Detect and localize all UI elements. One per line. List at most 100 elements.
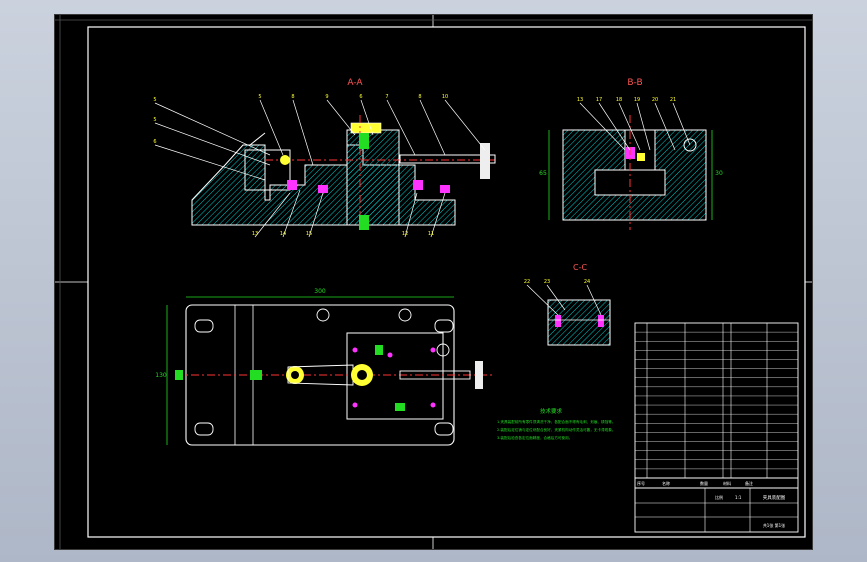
callout-number: 5 [258, 94, 261, 100]
drawing-border [87, 26, 806, 538]
callout-leader [326, 99, 356, 136]
plan-screw [399, 370, 471, 380]
callout-number: 5 [153, 117, 156, 123]
plan-slot-right [434, 319, 454, 333]
callout-leader [308, 192, 324, 238]
plan-dim-left-text: 130 [155, 372, 167, 379]
plan-locator-green [375, 345, 383, 355]
callout-number: 12 [402, 231, 408, 237]
view-label-aa: A-A [347, 78, 363, 88]
notes-title: 技术要求 [540, 407, 563, 415]
plan-slot-left [194, 319, 214, 333]
callouts-bb-top: 13 17 18 19 20 21 [577, 97, 691, 151]
callout-leader [618, 102, 641, 151]
callout-leader [282, 189, 301, 238]
parts-list [634, 322, 799, 479]
callouts-aa-top: 5 8 9 6 7 8 10 [258, 94, 486, 166]
aa-pivot [280, 155, 290, 165]
callout-leader [636, 102, 651, 151]
callout-number: 7 [385, 94, 388, 100]
aa-screw-rod [399, 154, 496, 164]
aa-clamp-block [244, 149, 291, 191]
parts-header-cell: 数量 [700, 480, 708, 486]
callout-number: 9 [325, 94, 328, 100]
aa-pin-2 [318, 185, 328, 193]
parts-header: 序号名称数量材料备注 [634, 477, 799, 489]
callout-leader [444, 99, 486, 151]
plan-slot-left-bottom [194, 422, 214, 436]
bb-dim-left-text: 65 [539, 170, 547, 177]
technical-notes: 技术要求 1.夹具装配前所有零件须清洗干净，各配合面不得有毛刺、划痕、锈蚀等。 … [497, 407, 615, 440]
aa-locator-bottom [359, 215, 369, 230]
callout-number: 8 [291, 94, 294, 100]
callout-leader [419, 99, 446, 156]
section-view-a: A-A [191, 78, 496, 230]
notes-line-3: 3.装配后检查各定位面精度，合格后方可使用。 [497, 435, 572, 440]
callout-leader [598, 102, 631, 151]
aa-top-part [350, 122, 382, 134]
grid-ticks [55, 15, 812, 549]
section-view-c: C-C [547, 263, 611, 346]
callout-number: 14 [280, 231, 286, 237]
cc-pin-1 [555, 315, 561, 327]
callout-leader [292, 99, 314, 166]
view-label-bb: B-B [627, 78, 642, 88]
bb-pin-2 [637, 153, 645, 161]
plan-slot-right-bottom [434, 422, 454, 436]
callout-leader [154, 102, 271, 156]
aa-body-block [346, 129, 400, 226]
plan-view: 300 130 [155, 288, 495, 446]
parts-header-cell: 备注 [745, 480, 753, 486]
callout-number: 6 [359, 94, 362, 100]
cc-pin-2 [598, 315, 604, 327]
aa-locator-top [359, 133, 369, 149]
callout-number: 6 [153, 139, 156, 145]
view-label-cc: C-C [573, 263, 587, 272]
notes-line-1: 1.夹具装配前所有零件须清洗干净，各配合面不得有毛刺、划痕、锈蚀等。 [497, 419, 615, 424]
callout-leader [546, 284, 566, 311]
aa-pin-3 [413, 180, 423, 190]
plan-dim-top-text: 300 [314, 288, 326, 295]
title-sheet: 共1张 第1张 [763, 522, 785, 528]
callout-number: 5 [153, 97, 156, 103]
callout-leader [254, 192, 291, 238]
callout-leader [430, 192, 446, 238]
bb-dim-right-text: 30 [715, 170, 723, 177]
title-block: 夹具装配图 比例 1:1 共1张 第1张 [634, 487, 799, 533]
parts-header-cell: 序号 [637, 480, 645, 486]
title-scale-label: 比例 [715, 494, 723, 500]
callout-number: 21 [670, 97, 676, 103]
parts-header-cell: 名称 [662, 480, 670, 486]
callout-leader [386, 99, 416, 156]
callout-number: 24 [584, 279, 590, 285]
plan-knob [475, 361, 483, 389]
plan-clamp-arm [287, 364, 354, 386]
callout-number: 23 [544, 279, 550, 285]
section-view-b: B-B 65 30 [539, 78, 723, 230]
callout-number: 10 [442, 94, 448, 100]
callout-number: 13 [252, 231, 258, 237]
callouts-aa-left: 5 5 6 [153, 97, 271, 181]
callout-leader [259, 99, 284, 156]
callout-leader [154, 122, 271, 166]
callout-leader [654, 102, 676, 151]
callout-number: 20 [652, 97, 658, 103]
callout-number: 13 [577, 97, 583, 103]
callout-number: 18 [616, 97, 622, 103]
title-scale: 1:1 [735, 495, 742, 500]
callout-leader [360, 99, 374, 136]
aa-pin-1 [287, 180, 297, 190]
aa-pin-4 [440, 185, 450, 193]
callout-leader [579, 102, 626, 151]
callout-leader [404, 192, 418, 238]
callout-number: 11 [428, 231, 434, 237]
aa-knob [480, 143, 490, 179]
callout-number: 17 [596, 97, 602, 103]
callout-number: 19 [634, 97, 640, 103]
callout-number: 8 [418, 94, 421, 100]
